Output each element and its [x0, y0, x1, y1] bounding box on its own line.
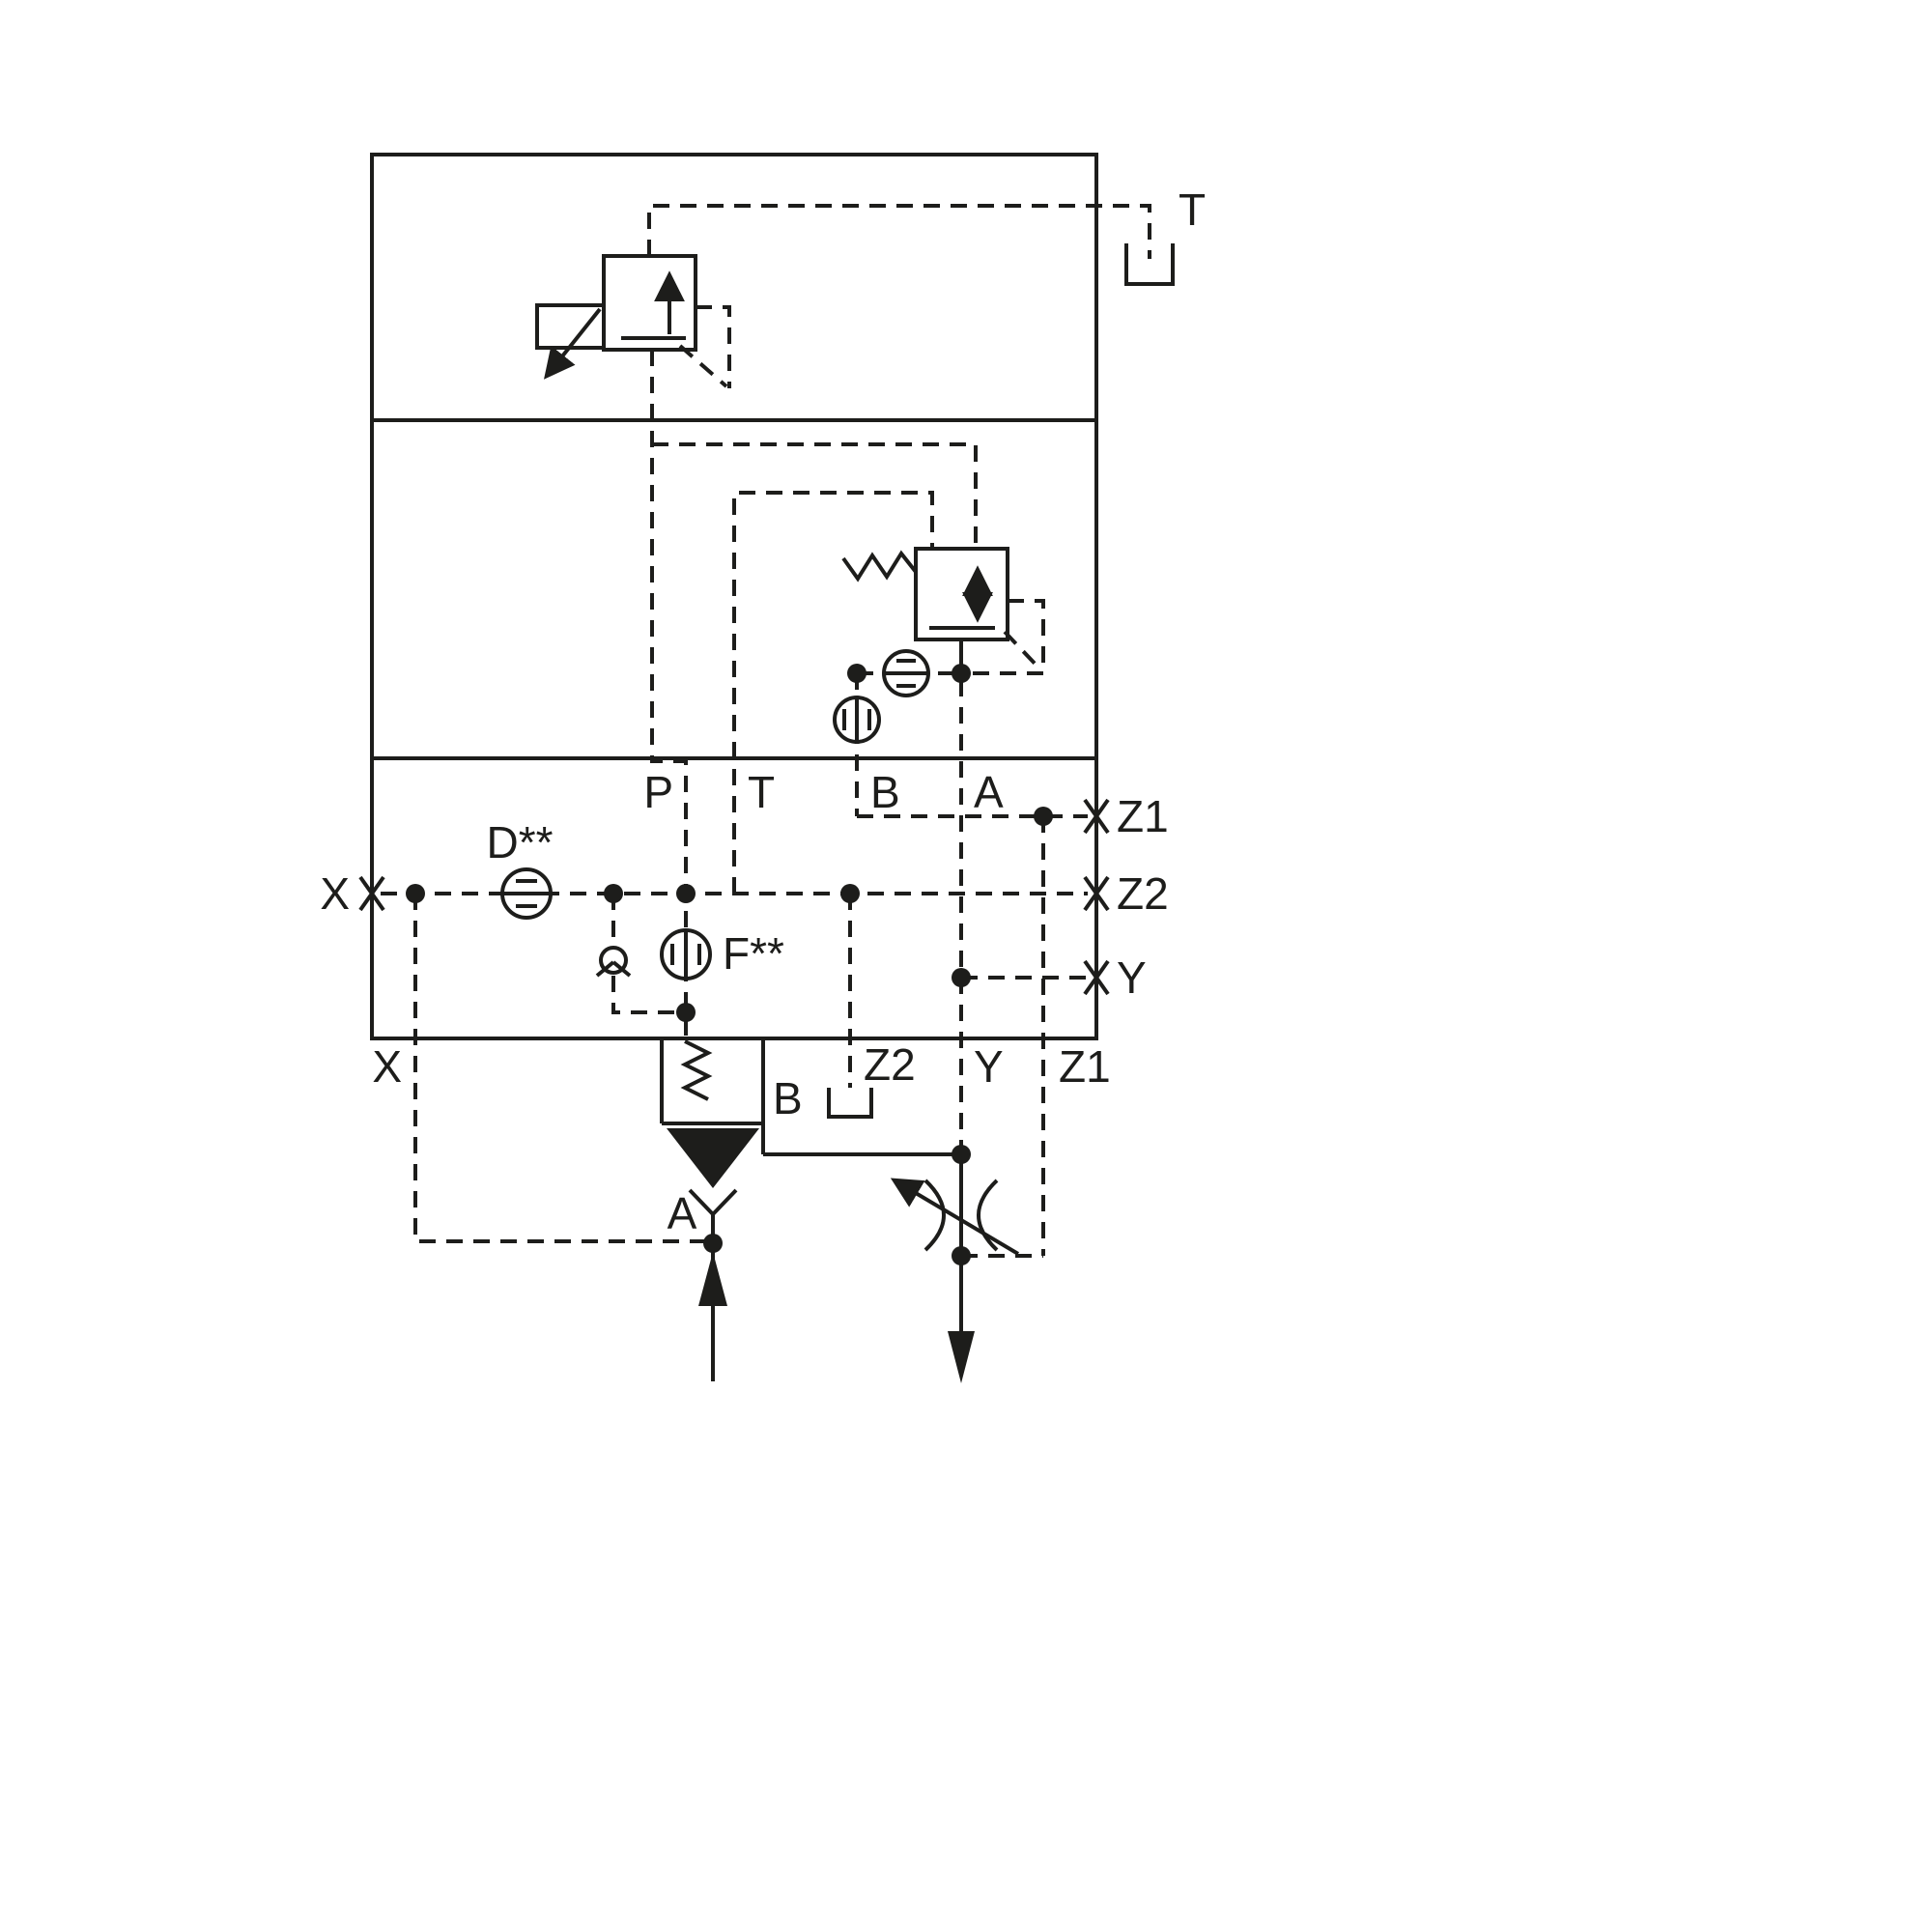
port-p-label: P	[643, 767, 673, 817]
throttle-adjust-arrow	[890, 1178, 1020, 1256]
port-a-label: A	[974, 767, 1004, 817]
main-cartridge-valve	[660, 1038, 765, 1217]
labels: T P T B A D** F** X Z1 Z2 Y X Z2 Y Z1 B …	[320, 185, 1206, 1238]
z1-port-cross-icon	[1083, 798, 1110, 835]
z2-plugged-port	[827, 894, 873, 1119]
pilot-orifice-network	[833, 649, 961, 816]
orifice-d-label: D**	[486, 817, 553, 867]
port-t-label: T	[748, 767, 775, 817]
check-valve-branch	[595, 894, 686, 1014]
adjustment-box	[535, 303, 606, 350]
reducing-valve-body	[914, 547, 1009, 641]
p-pilot-line	[650, 350, 712, 1038]
b-port-outlet-line	[763, 1152, 1043, 1383]
pilot-relief-valve	[535, 254, 731, 388]
pilot-y-label: Y	[1117, 952, 1147, 1003]
port-b-label: B	[870, 767, 900, 817]
pilot-x-label: X	[320, 868, 350, 919]
cartridge-b-label: B	[773, 1073, 803, 1123]
plug-symbol	[827, 1088, 873, 1119]
poppet-symbol	[667, 1128, 759, 1188]
orifice-f-label: F**	[723, 928, 784, 979]
cartridge-a-label: A	[668, 1188, 697, 1238]
z2-port-cross-icon	[1083, 875, 1110, 912]
pressure-reducing-valve	[841, 547, 1045, 675]
cartridge-spring-symbol	[680, 1039, 713, 1101]
tank-label: T	[1179, 185, 1206, 235]
x-port-cross-icon	[358, 875, 385, 912]
flow-arrow-up	[698, 1252, 727, 1306]
bottom-x-label: X	[372, 1041, 402, 1092]
throttle-arc-right	[977, 1179, 999, 1252]
tank-symbol	[1124, 243, 1175, 286]
y-port-cross-icon	[1083, 959, 1110, 996]
pilot-z1-label: Z1	[1117, 791, 1169, 841]
throttle-arc-left	[923, 1179, 946, 1252]
pilot-loop-outer	[652, 442, 978, 547]
junction-dots	[406, 664, 1053, 1265]
x-pilot-bottom-line	[413, 894, 713, 1243]
pilot-loop-inner	[732, 491, 934, 894]
x-z2-pilot-line	[381, 867, 1088, 920]
bottom-y-label: Y	[974, 1041, 1004, 1092]
adjustment-arrow	[544, 307, 602, 380]
spring-symbol	[841, 550, 918, 582]
bottom-z2-label: Z2	[864, 1039, 916, 1090]
bottom-z1-label: Z1	[1059, 1041, 1111, 1092]
valve-block-frame	[370, 153, 1098, 1040]
relief-valve-body	[602, 254, 697, 352]
z1-pilot-line	[857, 814, 1088, 1256]
pilot-z2-label: Z2	[1117, 868, 1169, 919]
port-plug-crosses	[358, 798, 1110, 996]
flow-arrow-down	[948, 1331, 975, 1383]
tank-line	[647, 204, 1175, 286]
